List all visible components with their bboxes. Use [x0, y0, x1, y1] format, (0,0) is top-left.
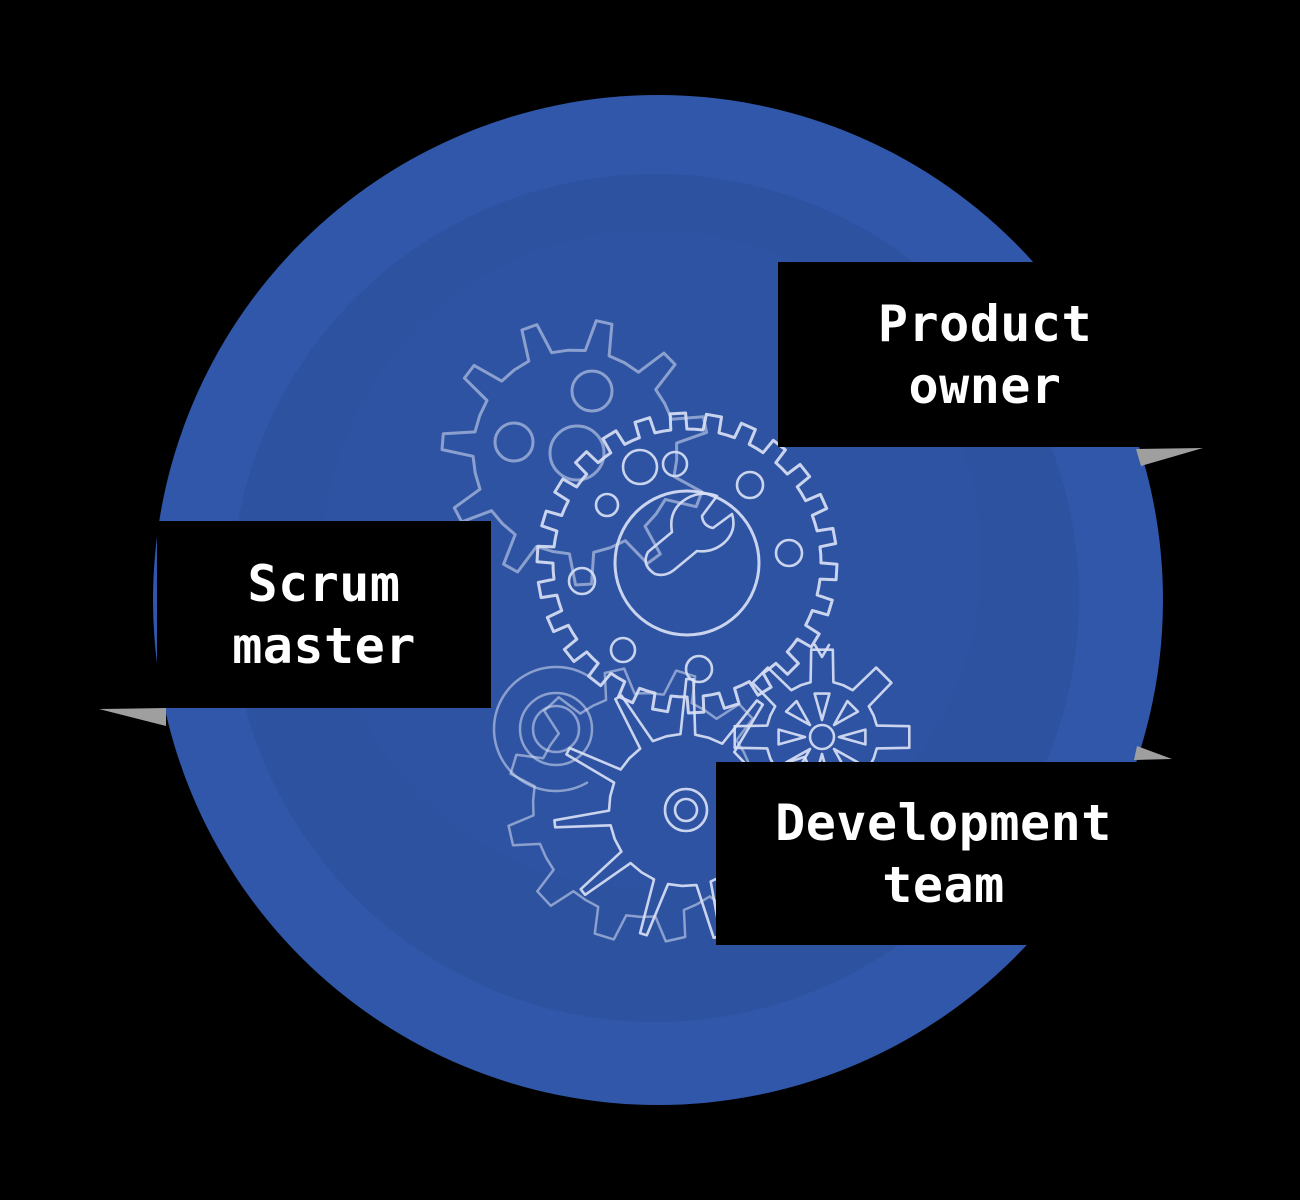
label-product-owner: Product owner: [778, 262, 1192, 447]
marker-arrow-icon: [813, 643, 831, 659]
scrum-master-tail: [99, 708, 166, 726]
development-team-tail: [1134, 746, 1172, 760]
wrench-icon: [644, 492, 735, 577]
label-scrum-master: Scrum master: [157, 521, 491, 708]
ratchet-holes: [567, 448, 804, 684]
ratchet-hub: [613, 489, 761, 637]
concentric-spiral-icon: [492, 665, 594, 793]
cog-gear-holes: [493, 369, 614, 482]
cog-gear-icon: [440, 319, 709, 587]
callout-tails: [99, 448, 1203, 760]
label-product-owner-text: Product owner: [877, 294, 1093, 415]
label-development-team-text: Development team: [775, 793, 1112, 914]
product-owner-tail: [1136, 448, 1203, 466]
label-development-team: Development team: [716, 762, 1171, 945]
ratchet-gear-icon: [535, 411, 839, 715]
label-scrum-master-text: Scrum master: [232, 554, 416, 675]
